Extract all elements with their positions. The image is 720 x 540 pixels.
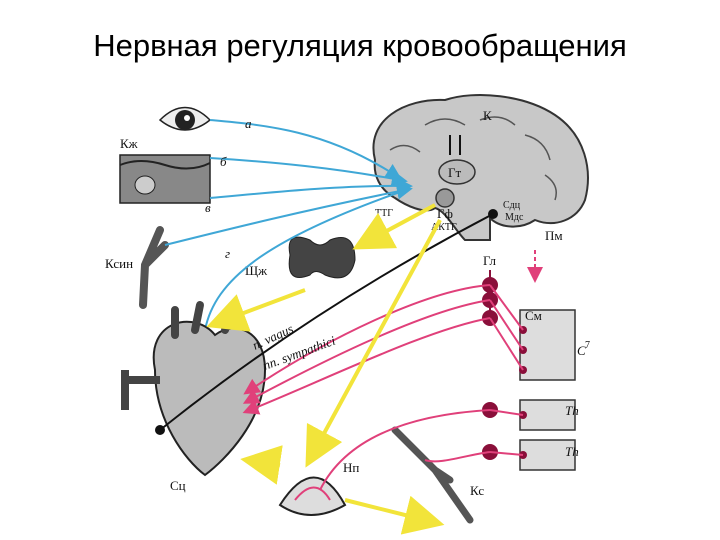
label-cortex: К — [483, 108, 492, 123]
vessel — [391, 426, 474, 524]
label-heart: Сц — [170, 478, 186, 493]
label-th-segment-2: Th — [565, 444, 579, 459]
label-ttg: ТТГ — [375, 208, 393, 219]
label-path-b: б — [220, 154, 227, 169]
arrow-icon-updown — [449, 135, 461, 155]
brain — [372, 94, 589, 241]
label-c-segment: С — [577, 343, 586, 358]
label-path-v: в — [205, 200, 211, 215]
label-hypothalamus: Гт — [448, 165, 462, 180]
label-vessel: Кс — [470, 483, 484, 498]
label-sympathetic-ganglia: Гл — [483, 253, 497, 268]
pituitary — [435, 188, 455, 208]
label-adrenal: Нп — [343, 460, 359, 475]
label-medulla: Пм — [545, 228, 563, 243]
label-c-segment-sup: 7 — [585, 340, 590, 351]
label-thyroid: Щж — [245, 263, 268, 278]
hormonal-paths — [206, 203, 445, 535]
adrenal — [278, 476, 347, 516]
vessel-sinus — [139, 226, 169, 309]
vagus-path — [159, 213, 494, 431]
label-path-a: а — [245, 116, 252, 131]
thyroid — [288, 236, 356, 279]
label-spinal-cord: См — [525, 308, 542, 323]
sympathetic-ganglia — [482, 270, 498, 460]
label-actg: АКТГ — [431, 222, 457, 233]
label-path-g: г — [225, 246, 230, 261]
heart — [121, 301, 267, 477]
label-skin: Кж — [120, 136, 139, 151]
label-pituitary: Гф — [437, 206, 453, 221]
skin-section — [119, 154, 211, 204]
label-vasomotor-center: Сдц — [503, 200, 521, 211]
label-th-segment-1: Th — [565, 403, 579, 418]
vagus-end-dot — [155, 425, 165, 435]
label-vessel-sinus: Ксин — [105, 256, 133, 271]
label-vasomotor-center-2: Мдс — [505, 212, 524, 223]
slide-title: Нервная регуляция кровообращения — [93, 28, 627, 63]
hypothalamus — [438, 159, 476, 185]
eye-icon — [158, 106, 212, 131]
nervous-regulation-diagram: К Гт Гф АКТГ ТТГ Сдц Мдс Пм Кж Ксин Щж а… — [105, 94, 590, 535]
